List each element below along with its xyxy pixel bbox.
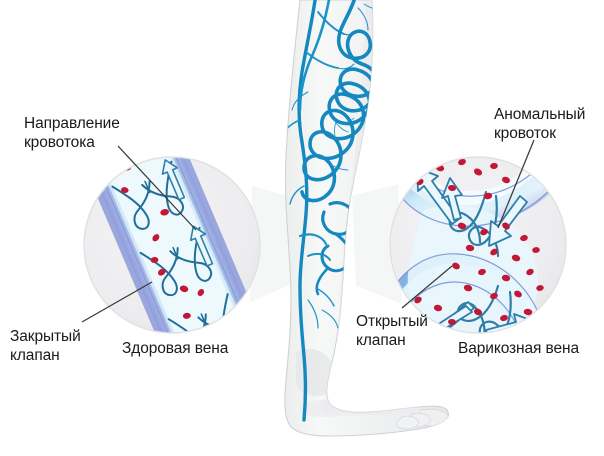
callout-leader-lines: [81, 139, 535, 323]
blood-cells-healthy: [121, 164, 219, 333]
label-blood-flow-direction: Направление кровотока: [24, 115, 120, 151]
label-abnormal-blood-flow: Аномальный кровоток: [494, 106, 586, 142]
label-closed-valve: Закрытый клапан: [10, 328, 81, 364]
leg-silhouette: [284, 0, 449, 437]
label-varicose-vein: Варикозная вена: [458, 340, 579, 357]
leg-vein-network: [284, 0, 383, 422]
leader-blood-flow-direction: [117, 145, 197, 231]
healthy-vein-magnifier: [83, 156, 261, 334]
magnifier-connector-cones: [250, 184, 402, 304]
leader-abnormal-flow: [497, 139, 535, 229]
label-healthy-vein: Здоровая вена: [122, 340, 229, 357]
label-open-valve: Открытый клапан: [356, 313, 428, 349]
leader-open-valve: [401, 265, 453, 309]
leader-closed-valve: [81, 281, 153, 323]
